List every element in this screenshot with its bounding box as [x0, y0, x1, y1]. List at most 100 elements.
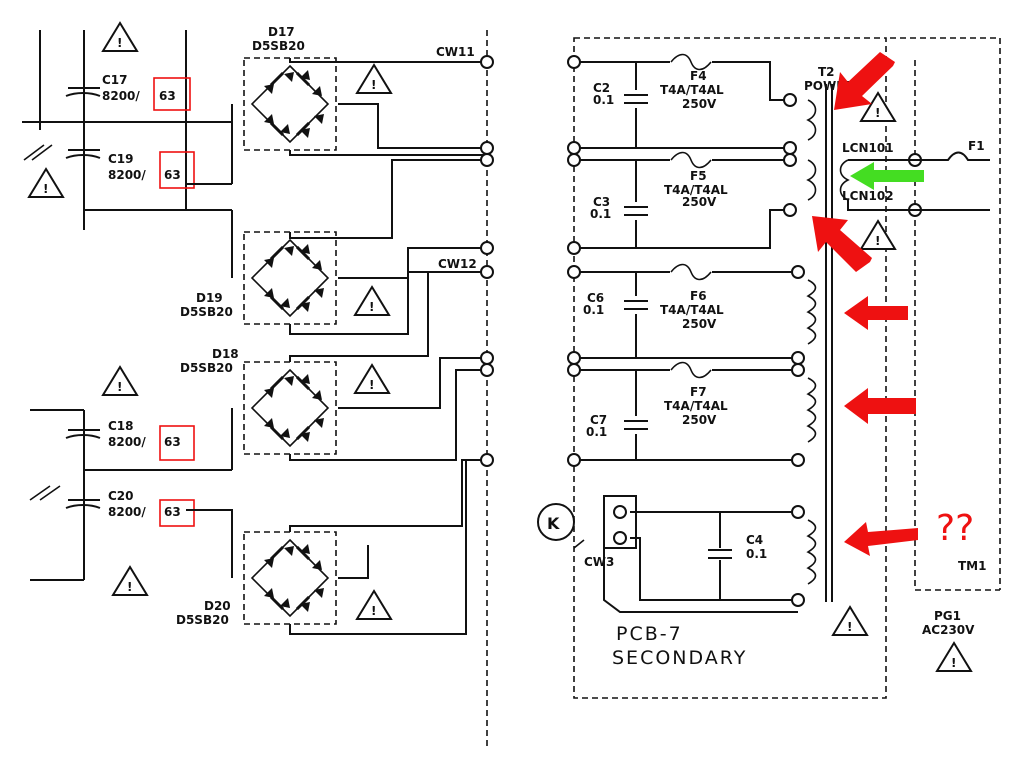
lcn101-label: LCN101: [842, 141, 894, 155]
pg1-ref: PG1: [934, 609, 961, 623]
c19-ref: C19: [108, 152, 134, 166]
bridge-rectifier-d19: [242, 230, 338, 326]
d20-ref: D20: [204, 599, 231, 613]
cw11-label: CW11: [436, 45, 475, 59]
d18-ref: D18: [212, 347, 239, 361]
c18-voltage: 63: [164, 435, 181, 449]
f6-ref: F6: [690, 289, 707, 303]
f7-voltage: 250V: [682, 413, 717, 427]
svg-text:!: !: [951, 656, 956, 670]
question-marks: ??: [936, 508, 974, 549]
pcb7-wiring: [580, 61, 798, 613]
red-arrow-1: [834, 52, 895, 110]
thermal-switch-k: [537, 503, 575, 541]
cw3-connector: [603, 495, 637, 549]
svg-text:!: !: [117, 380, 122, 394]
svg-text:!: !: [875, 234, 880, 248]
pcb-name: PCB-7: [616, 623, 683, 645]
c19-voltage: 63: [164, 168, 181, 182]
pg1-value: AC230V: [922, 623, 975, 637]
d20-part: D5SB20: [176, 613, 229, 627]
highlight-boxes: [153, 77, 195, 527]
bridge-rectifier-d18: [242, 360, 338, 456]
f5-rating: T4A/T4AL: [664, 183, 728, 197]
c20-value: 8200/: [108, 505, 146, 519]
c7-ref: C7: [590, 413, 607, 427]
c19-value: 8200/: [108, 168, 146, 182]
svg-text:!: !: [371, 78, 376, 92]
warning-icon-2: !: [356, 64, 392, 94]
cw3-label: CW3: [584, 555, 614, 569]
f7-rating: T4A/T4AL: [664, 399, 728, 413]
f6-rating: T4A/T4AL: [660, 303, 724, 317]
pcb-subtitle: SECONDARY: [612, 647, 747, 669]
transformer-pins: [783, 93, 922, 607]
warning-icon-11: !: [832, 606, 868, 636]
bridge-rectifier-d17: [242, 56, 338, 152]
d19-part: D5SB20: [180, 305, 233, 319]
f1-ref: F1: [968, 139, 985, 153]
f7-ref: F7: [690, 385, 707, 399]
d19-ref: D19: [196, 291, 223, 305]
svg-text:!: !: [127, 580, 132, 594]
lcn102-label: LCN102: [842, 189, 894, 203]
warning-icon-5: !: [102, 366, 138, 396]
cw12-label: CW12: [438, 257, 477, 271]
c3-value: 0.1: [590, 207, 611, 221]
svg-text:!: !: [369, 300, 374, 314]
c18-ref: C18: [108, 419, 134, 433]
primary-board-outline: [890, 37, 1001, 590]
warning-icon-8: !: [356, 590, 392, 620]
warning-icon-3: !: [28, 168, 64, 198]
d18-part: D5SB20: [180, 361, 233, 375]
red-arrow-2: [812, 216, 872, 272]
green-arrow: [850, 162, 924, 190]
c3-ref: C3: [593, 195, 610, 209]
d17-ref: D17: [268, 25, 295, 39]
connector-pins-cw: [480, 55, 581, 467]
c4-value: 0.1: [746, 547, 767, 561]
bridge-rectifier-d20: [242, 530, 338, 626]
svg-text:!: !: [847, 620, 852, 634]
warning-icon-4: !: [354, 286, 390, 316]
svg-text:!: !: [369, 378, 374, 392]
capacitor-c20: C20 8200/ 63: [29, 485, 181, 519]
warning-icon-1: !: [102, 22, 138, 52]
f5-ref: F5: [690, 169, 707, 183]
k-label: K: [547, 514, 560, 533]
f6-voltage: 250V: [682, 317, 717, 331]
svg-text:!: !: [371, 604, 376, 618]
red-arrows: [812, 52, 918, 556]
c20-voltage: 63: [164, 505, 181, 519]
warning-icon-10: !: [860, 220, 896, 250]
c6-ref: C6: [587, 291, 604, 305]
c2-ref: C2: [593, 81, 610, 95]
capacitor-c18: C18 8200/ 63: [65, 419, 181, 449]
red-arrow-3: [844, 296, 908, 330]
t2-ref: T2: [818, 65, 835, 79]
c18-value: 8200/: [108, 435, 146, 449]
svg-text:!: !: [875, 106, 880, 120]
f5-voltage: 250V: [682, 195, 717, 209]
c17-voltage: 63: [159, 89, 176, 103]
c20-ref: C20: [108, 489, 134, 503]
warning-triangles: ! ! ! ! ! ! ! ! ! ! ! !: [28, 22, 972, 672]
svg-text:!: !: [43, 182, 48, 196]
tm1-label: TM1: [958, 559, 986, 573]
red-arrow-4: [844, 388, 916, 424]
f4-voltage: 250V: [682, 97, 717, 111]
d17-part: D5SB20: [252, 39, 305, 53]
capacitor-c17: C17 8200/ 63: [65, 73, 176, 103]
c2-value: 0.1: [593, 93, 614, 107]
capacitor-c19: C19 8200/ 63: [65, 149, 181, 182]
secondary-wiring: [186, 58, 487, 635]
warning-icon-12: !: [936, 642, 972, 672]
c7-value: 0.1: [586, 425, 607, 439]
f4-rating: T4A/T4AL: [660, 83, 724, 97]
svg-text:!: !: [117, 36, 122, 50]
warning-icon-9: !: [860, 92, 896, 122]
f4-ref: F4: [690, 69, 707, 83]
c17-ref: C17: [102, 73, 128, 87]
warning-icon-7: !: [112, 566, 148, 596]
